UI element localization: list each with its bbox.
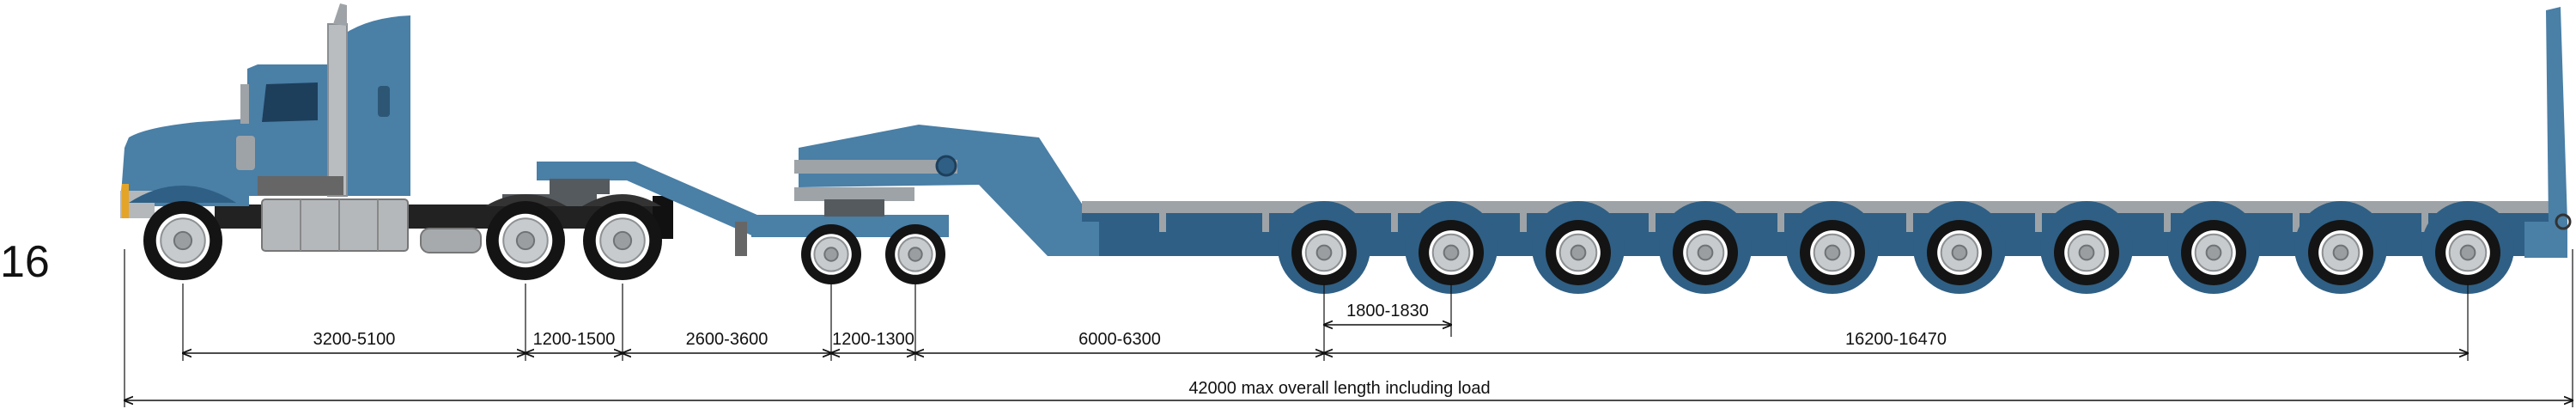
jockey-leg <box>735 222 747 256</box>
truck-hood <box>120 119 249 206</box>
dimension-label: 16200-16470 <box>1845 330 1947 349</box>
dimension-label: 1200-1500 <box>533 330 616 349</box>
wheels <box>143 201 2514 294</box>
wheel <box>801 224 861 284</box>
front-fender <box>129 186 236 203</box>
wheel <box>2167 201 2260 294</box>
dolly-turntable <box>794 187 914 201</box>
wheel <box>2294 201 2387 294</box>
wheel <box>1532 201 1625 294</box>
dimension: 6000-6300 <box>915 330 1324 353</box>
dimension: 2600-3600 <box>623 330 831 353</box>
rear-upright <box>2546 7 2567 222</box>
dimension: 3200-5100 <box>183 330 526 353</box>
gooseneck <box>799 125 1086 256</box>
dimension-label: 2600-3600 <box>686 330 769 349</box>
configuration-number: 16 <box>0 237 50 287</box>
wheel <box>1913 201 2006 294</box>
dimension: 1200-1300 <box>831 330 915 353</box>
dimension-annotations: 3200-5100 1200-1500 2600-3600 1200-1300 6000… <box>183 284 2468 361</box>
wheel <box>2421 201 2514 294</box>
fuel-tank <box>261 198 409 252</box>
wheel <box>486 201 565 280</box>
dimension-label: 3200-5100 <box>313 330 396 349</box>
wheel <box>143 201 222 280</box>
wheel <box>885 224 945 284</box>
wheel <box>2040 201 2133 294</box>
dimension-label: 6000-6300 <box>1078 330 1161 349</box>
overall-length-dimension: 42000 max overall length including load <box>125 249 2573 407</box>
sleeper-cab <box>343 15 410 196</box>
dimension-label: 1200-1300 <box>832 330 914 349</box>
sleeper-window <box>378 86 390 117</box>
air-tank <box>420 228 482 253</box>
dimension: 1200-1500 <box>526 330 623 353</box>
overall-length-label: 42000 max overall length including load <box>1188 379 1490 398</box>
side-mirror <box>240 84 249 124</box>
wheel <box>1786 201 1879 294</box>
dimension-label: 1800-1830 <box>1346 302 1429 320</box>
windshield <box>262 82 318 122</box>
dimension: 1800-1830 <box>1324 302 1451 325</box>
cab-steps <box>258 176 343 195</box>
dimension: 16200-16470 <box>1324 330 2468 353</box>
wheel <box>1405 201 1498 294</box>
wheel <box>583 201 662 280</box>
wheel <box>1278 201 1370 294</box>
exhaust-stack <box>327 23 348 197</box>
wheel <box>1659 201 1752 294</box>
